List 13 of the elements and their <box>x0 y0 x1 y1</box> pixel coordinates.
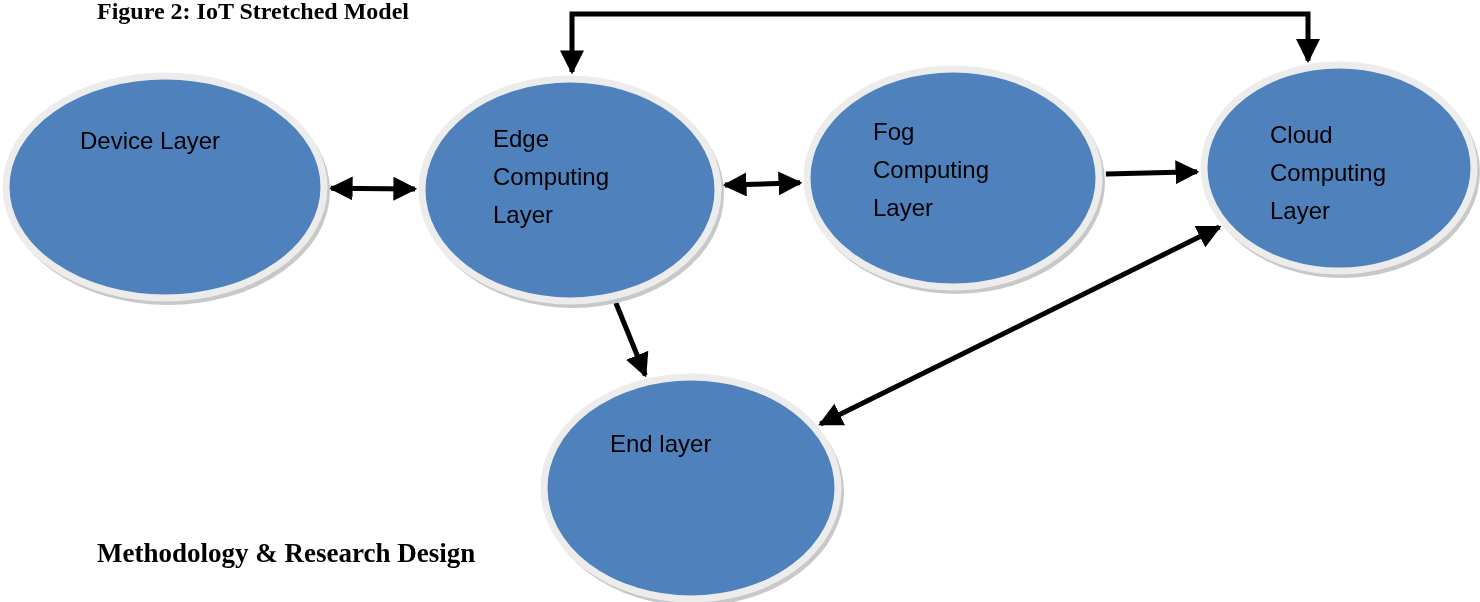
arrow <box>560 11 1320 75</box>
figure-title: Figure 2: IoT Stretched Model <box>97 0 409 25</box>
layer-label: End layer <box>610 429 713 459</box>
layer-label: Edge Computing Layer <box>493 124 611 230</box>
arrow <box>613 301 649 378</box>
layer-label: Fog Computing Layer <box>873 117 991 223</box>
layer-label: Cloud Computing Layer <box>1270 120 1388 226</box>
arrow <box>722 171 803 197</box>
arrow <box>818 224 1222 427</box>
layer-label: Device Layer <box>80 126 222 156</box>
arrow <box>328 176 418 201</box>
section-heading: Methodology & Research Design <box>97 538 476 569</box>
arrow <box>1105 160 1200 185</box>
